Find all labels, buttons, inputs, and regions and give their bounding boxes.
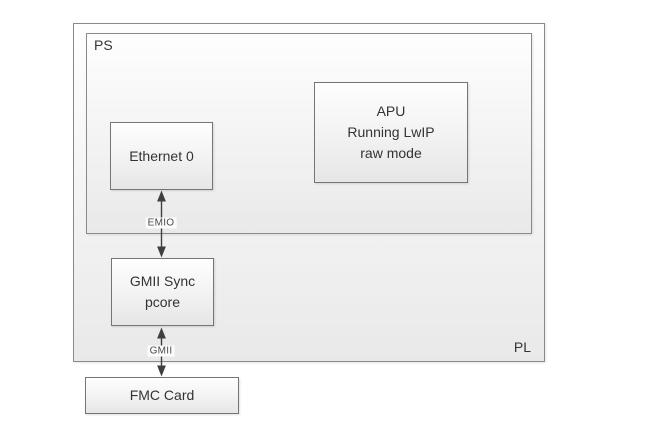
block-ethernet0-label: Ethernet 0	[129, 147, 194, 164]
ps-label: PS	[94, 37, 113, 53]
block-apu: APU Running LwIP raw mode	[314, 82, 468, 183]
block-gmii-sync-line1: GMII Sync	[129, 273, 196, 289]
block-apu-line3: raw mode	[360, 145, 422, 161]
block-fmc-card: FMC Card	[85, 377, 239, 414]
block-fmc-card-label: FMC Card	[129, 387, 195, 403]
block-apu-line2: Running LwIP	[347, 124, 435, 140]
pl-label: PL	[513, 339, 531, 355]
block-gmii-sync-line2: pcore	[144, 294, 181, 310]
emio-connector-label: EMIO	[145, 217, 177, 229]
block-apu-line1: APU	[376, 103, 406, 119]
block-ethernet0: Ethernet 0	[110, 122, 213, 190]
gmii-connector-label: GMII	[147, 345, 175, 357]
block-gmii-sync-pcore: GMII Sync pcore	[111, 258, 214, 326]
